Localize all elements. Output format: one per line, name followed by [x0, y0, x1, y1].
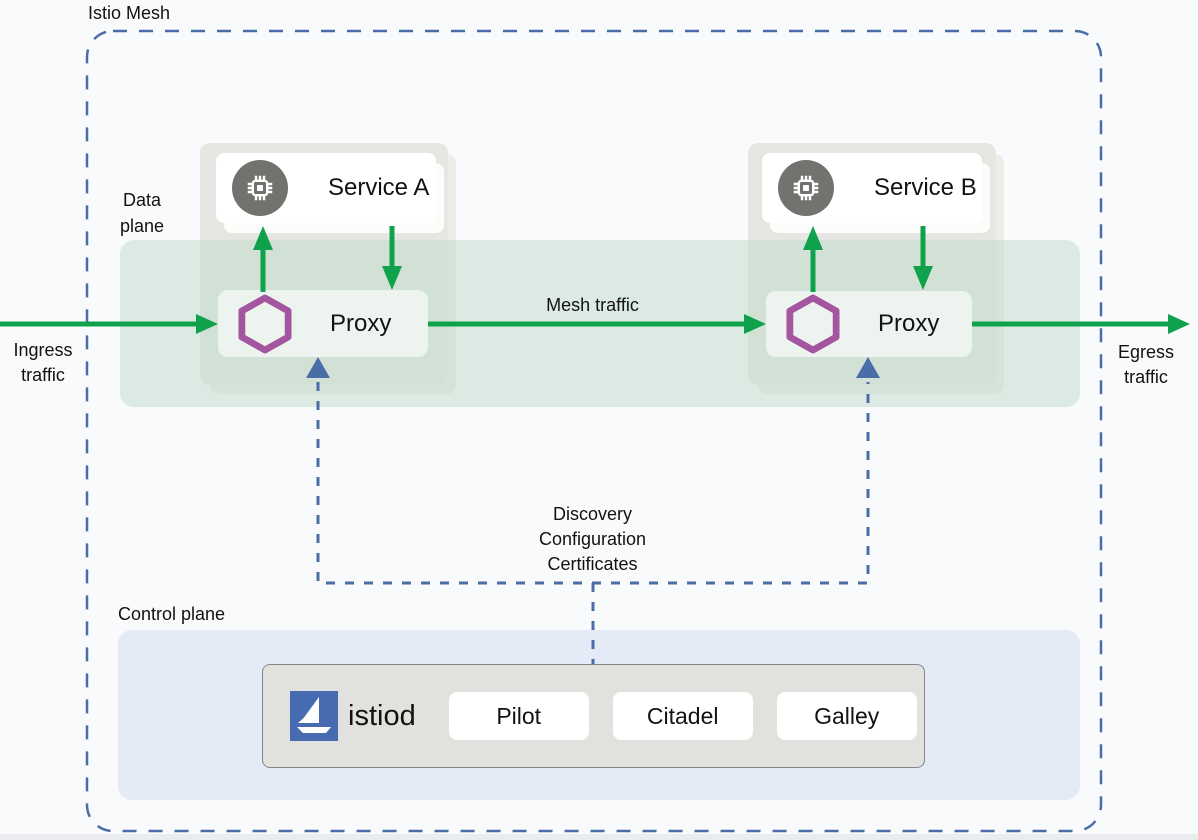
bottom-edge-strip [0, 834, 1198, 840]
data-plane-label: Data plane [119, 190, 165, 236]
pilot-box: Pilot [448, 692, 589, 740]
envoy-hexagon-icon [238, 294, 292, 353]
istiod-label: istiod [348, 699, 416, 732]
service-b-card: Service B [762, 153, 982, 223]
egress-arrowhead [1168, 314, 1190, 334]
service-a-icon-circle [232, 160, 288, 216]
galley-box: Galley [776, 692, 917, 740]
service-a-card: Service A [216, 153, 436, 223]
istiod-box: istiod Pilot Citadel Galley [262, 664, 925, 768]
ingress-traffic-label: Ingress traffic [13, 340, 73, 385]
egress-traffic-label: Egress traffic [1117, 342, 1175, 387]
mesh-title: Istio Mesh [88, 3, 171, 23]
envoy-hexagon-icon [786, 294, 840, 354]
sailboat-icon [297, 697, 331, 733]
service-a-label: Service A [328, 174, 430, 201]
mesh-traffic-label: Mesh traffic [546, 295, 639, 315]
citadel-label: Citadel [646, 702, 719, 729]
proxy-b-card: Proxy [766, 291, 972, 357]
service-b-icon-circle [778, 160, 834, 216]
service-b-label: Service B [874, 174, 977, 201]
cpu-chip-icon [793, 175, 819, 201]
proxy-a-card: Proxy [218, 290, 428, 357]
discovery-configuration-certificates-label: Discovery Configuration Certificates [538, 504, 647, 574]
proxy-b-label: Proxy [878, 310, 940, 337]
proxy-a-label: Proxy [330, 309, 392, 337]
galley-label: Galley [814, 702, 880, 729]
citadel-box: Citadel [612, 692, 753, 740]
control-plane-label: Control plane [118, 604, 226, 624]
pilot-label: Pilot [496, 702, 542, 729]
cpu-chip-icon [247, 175, 273, 201]
istio-sailboat-logo [290, 691, 338, 741]
